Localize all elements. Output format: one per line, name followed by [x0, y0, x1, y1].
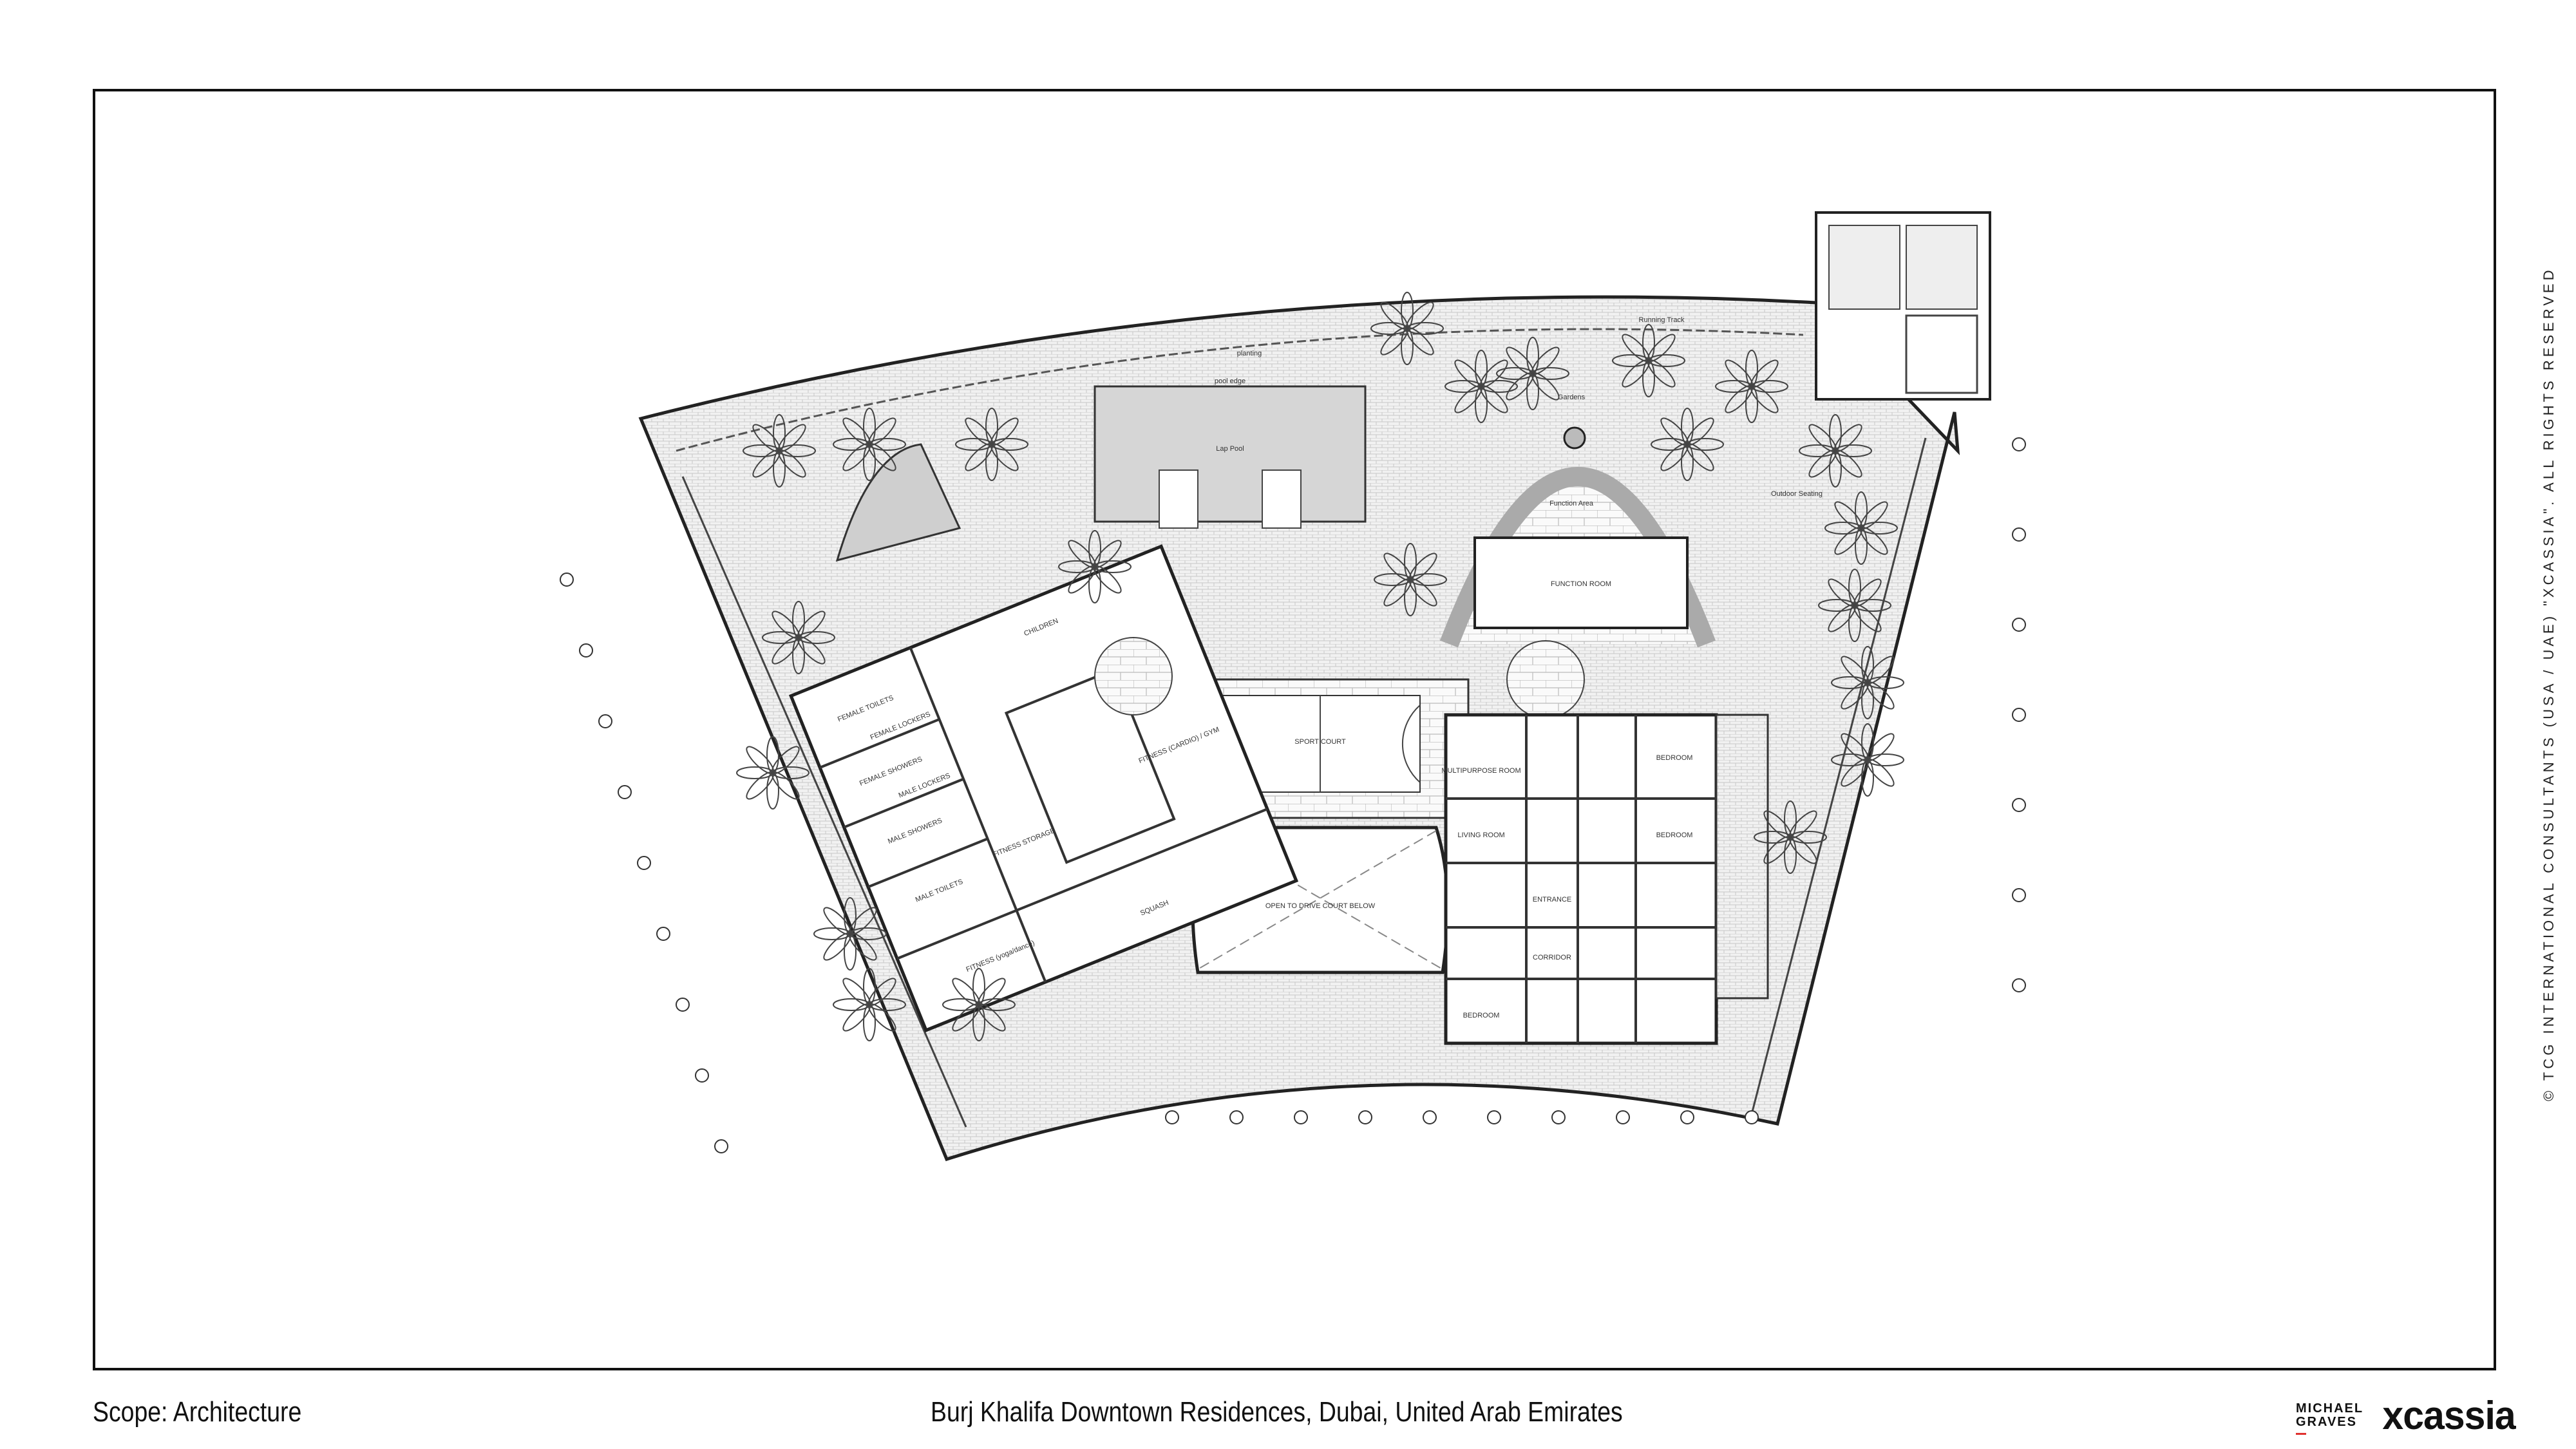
grid-bubble — [1551, 1110, 1566, 1124]
tree-icon — [1715, 350, 1788, 423]
grid-bubble — [2012, 978, 2026, 992]
grid-bubble — [560, 573, 574, 587]
function-room-label: FUNCTION ROOM — [1551, 580, 1611, 588]
grid-bubble — [2012, 798, 2026, 812]
grid-bubble — [2012, 618, 2026, 632]
logo: MICHAEL GRAVES xcassia — [2296, 1394, 2519, 1438]
michael-graves-logo: MICHAEL GRAVES — [2296, 1401, 2364, 1435]
trees — [736, 292, 1904, 1041]
tree-icon — [1374, 543, 1447, 616]
project-title: Burj Khalifa Downtown Residences, Dubai,… — [931, 1396, 1623, 1428]
grid-bubble — [637, 856, 651, 870]
tree-icon — [813, 897, 887, 971]
lap-pool-label: Lap Pool — [1216, 445, 1244, 453]
room-label: BEDROOM — [1656, 754, 1693, 762]
grid-bubble — [598, 714, 612, 728]
grid-bubble — [579, 643, 593, 658]
grid-bubble — [2012, 527, 2026, 542]
tree-icon — [833, 408, 906, 481]
room-label: CORRIDOR — [1533, 954, 1571, 961]
drawing-frame — [93, 89, 2496, 1370]
gardens-label: Gardens — [1558, 393, 1586, 401]
tree-icon — [1370, 292, 1444, 365]
grid-bubble — [2012, 888, 2026, 902]
tree-icon — [1831, 646, 1904, 719]
room-label: MULTIPURPOSE ROOM — [1441, 767, 1520, 775]
room-label: LIVING ROOM — [1457, 831, 1504, 839]
tree-icon — [743, 414, 816, 488]
logo-line1: MICHAEL — [2296, 1401, 2364, 1416]
logo-line2: GRAVES — [2296, 1415, 2357, 1429]
grid-bubble — [2012, 708, 2026, 722]
function-area-label: Function Area — [1549, 500, 1594, 507]
tree-icon — [1754, 800, 1827, 874]
room-label: BEDROOM — [1463, 1012, 1500, 1019]
tree-icon — [955, 408, 1028, 481]
grid-bubble — [695, 1068, 709, 1083]
tree-icon — [1651, 408, 1724, 481]
grid-bubble — [1487, 1110, 1501, 1124]
grid-bubble — [1680, 1110, 1694, 1124]
tree-icon — [736, 736, 810, 810]
tree-icon — [1444, 350, 1518, 423]
structural-grid — [560, 437, 2026, 1153]
tree-icon — [1496, 337, 1569, 410]
drive-court-label: OPEN TO DRIVE COURT BELOW — [1265, 902, 1376, 910]
grid-bubble — [1423, 1110, 1437, 1124]
plaza-circle — [1506, 640, 1585, 719]
running-track — [676, 328, 1804, 452]
service-building — [1815, 211, 1991, 401]
room-label: ENTRANCE — [1533, 896, 1572, 904]
grid-bubble — [1165, 1110, 1179, 1124]
lap-pool: Lap Pool pool edge planting — [1094, 350, 1367, 529]
grid-bubble — [1229, 1110, 1244, 1124]
grid-bubble — [1745, 1110, 1759, 1124]
grid-bubble — [1358, 1110, 1372, 1124]
tree-icon — [1058, 530, 1132, 603]
tree-icon — [1799, 414, 1872, 488]
plaza-circle — [1094, 637, 1173, 715]
kids-pool — [835, 443, 961, 562]
tree-icon — [762, 601, 835, 674]
scope-label: Scope: Architecture — [93, 1396, 302, 1428]
tree-icon — [1824, 491, 1898, 565]
tree-icon — [1831, 723, 1904, 797]
sport-court-label: SPORT COURT — [1294, 738, 1346, 746]
grid-bubble — [618, 785, 632, 799]
room-label: BEDROOM — [1656, 831, 1693, 839]
grid-bubble — [1616, 1110, 1630, 1124]
grid-bubble — [1294, 1110, 1308, 1124]
planting-label: planting — [1237, 350, 1262, 357]
outdoor-seating-label: Outdoor Seating — [1771, 490, 1823, 498]
grid-bubble — [656, 927, 670, 941]
tree-icon — [942, 968, 1016, 1041]
grid-bubble — [2012, 437, 2026, 451]
xcassia-logo: xcassia — [2382, 1393, 2516, 1438]
tree-icon — [1612, 324, 1685, 397]
logo-accent-bar — [2296, 1433, 2306, 1435]
tree-icon — [1818, 569, 1891, 642]
running-track-label: Running Track — [1639, 316, 1685, 324]
copyright-notice: © TCG INTERNATIONAL CONSULTANTS (USA / U… — [2541, 267, 2557, 1101]
function-area: Function Area FUNCTION ROOM Gardens Outd… — [1440, 316, 1823, 648]
grid-bubble — [676, 998, 690, 1012]
residential-block: MULTIPURPOSE ROOM LIVING ROOM BEDROOM EN… — [1441, 713, 1769, 1045]
grid-bubble — [714, 1139, 728, 1153]
tree-icon — [833, 968, 906, 1041]
pool-edge-label: pool edge — [1215, 377, 1245, 385]
